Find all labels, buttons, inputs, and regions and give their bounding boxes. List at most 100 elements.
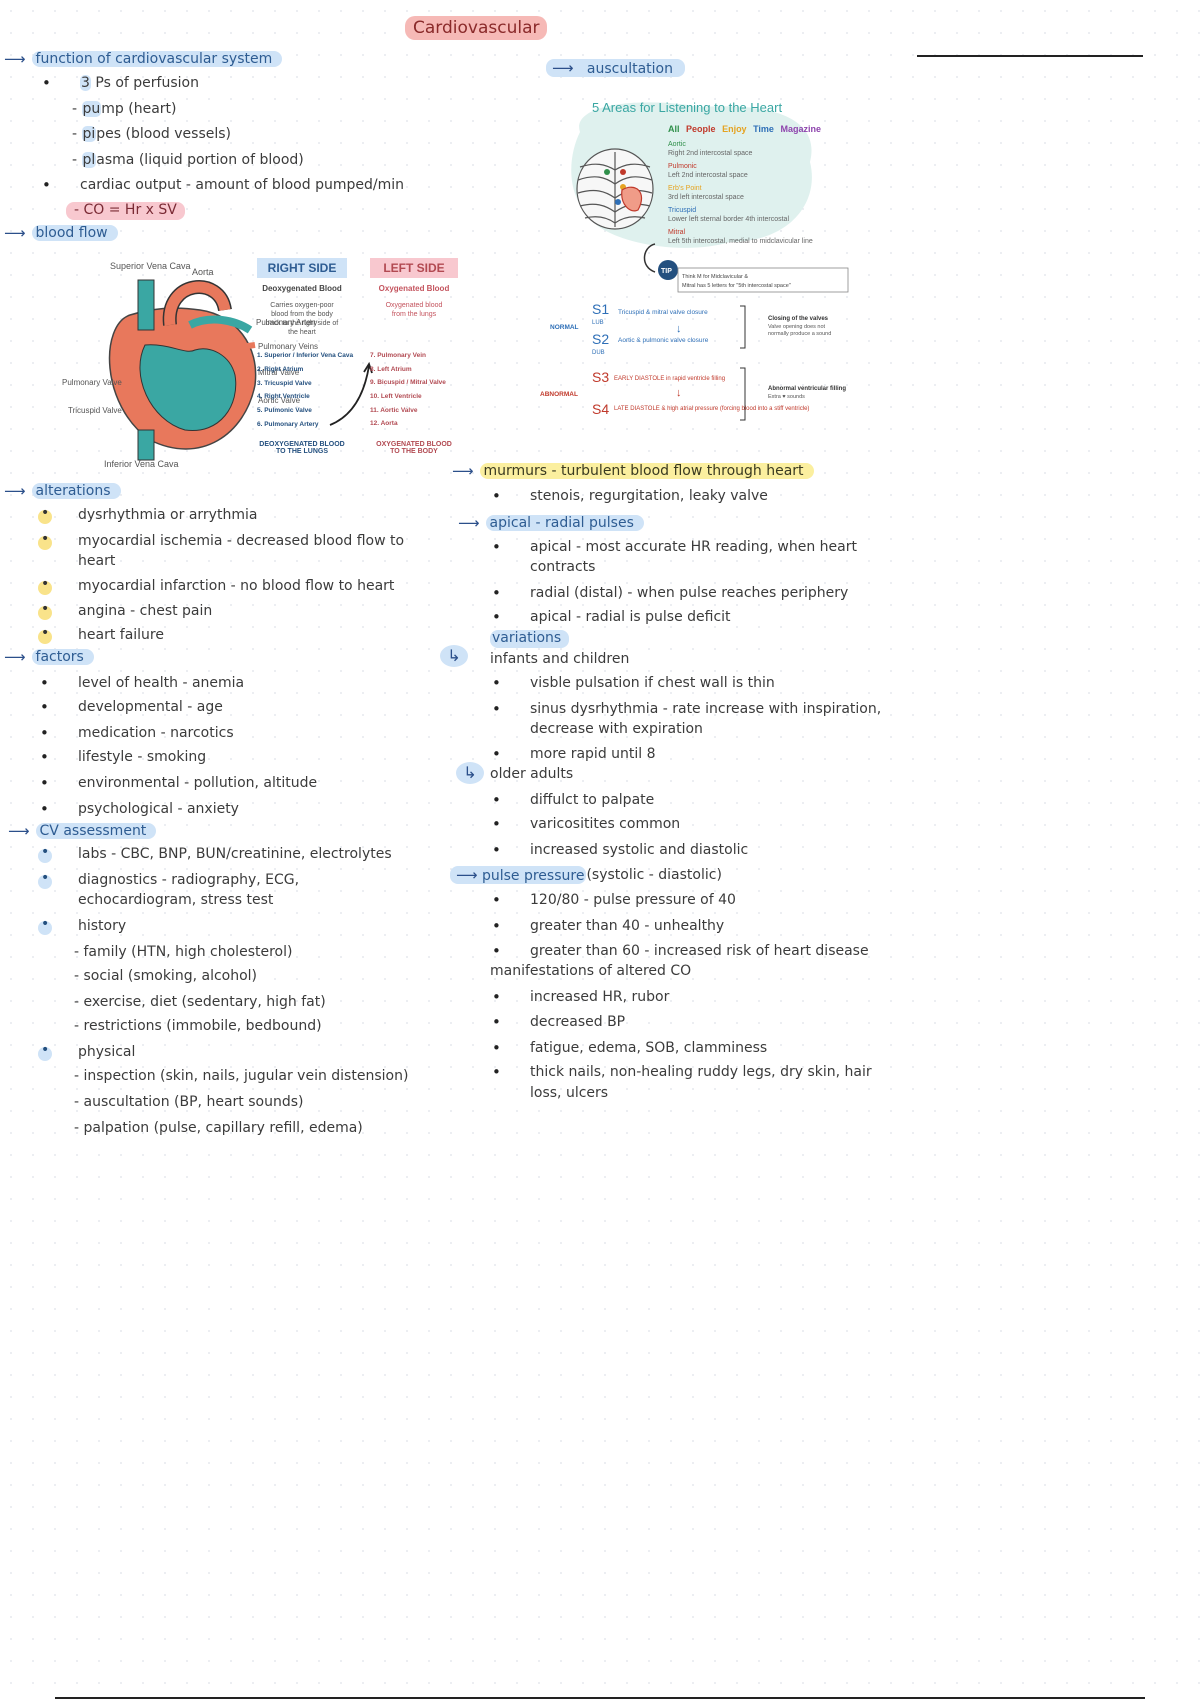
label-pulmonary-artery: Pulmonary Artery [256, 318, 317, 327]
svg-text:Mitral has 5 letters for "5th: Mitral has 5 letters for "5th intercosta… [682, 283, 791, 289]
svg-text:ABNORMAL: ABNORMAL [540, 391, 578, 398]
sound-s3: S3 [592, 369, 609, 385]
list-item: decreased BP [492, 1013, 625, 1032]
section-factors-heading: ⟶ factors [4, 648, 94, 666]
area-list: Aortic Right 2nd intercostal space Pulmo… [668, 141, 813, 245]
svg-text:NORMAL: NORMAL [550, 324, 579, 331]
svg-text:normally produce a sound: normally produce a sound [768, 331, 831, 337]
list-item: medication - narcotics [40, 724, 234, 743]
right-side-header: RIGHT SIDE [257, 258, 347, 278]
svg-text:Extra ♥ sounds: Extra ♥ sounds [768, 394, 805, 400]
top-rule [917, 55, 1143, 57]
arrow-icon: ⟶ [8, 822, 30, 840]
sub-item: - family (HTN, high cholesterol) [74, 944, 293, 960]
list-item: increased HR, rubor [492, 988, 669, 1007]
svg-text:↓: ↓ [676, 323, 682, 335]
svg-text:Mitral: Mitral [668, 229, 686, 236]
arrow-icon: ⟶ [456, 866, 478, 884]
list-item: - pipes (blood vessels) [72, 126, 231, 142]
bottom-rule [55, 1697, 1145, 1699]
svg-text:Pulmonic: Pulmonic [668, 163, 697, 170]
elbow-arrow-icon: ↳ [456, 762, 484, 784]
list-item: greater than 40 - unhealthy [492, 917, 724, 936]
list-item: level of health - anemia [40, 674, 244, 693]
list-item: heart failure [38, 625, 164, 645]
list-item-continued: contracts [530, 559, 596, 575]
svg-text:Erb's Point: Erb's Point [668, 185, 702, 192]
heart-diagram: Superior Vena Cava Aorta Pulmonary Arter… [62, 261, 318, 469]
list-item: developmental - age [40, 698, 223, 717]
right-side-desc: Carries oxygen-poor blood from the body … [265, 302, 339, 337]
sub-item: - auscultation (BP, heart sounds) [74, 1094, 304, 1110]
sub-item: - restrictions (immobile, bedbound) [74, 1018, 322, 1034]
label-pulmonary-veins: Pulmonary Veins [258, 342, 318, 351]
label-mitral-valve: Mitral Valve [258, 368, 300, 377]
section-cv-assessment-heading: ⟶ CV assessment [8, 822, 157, 840]
list-item: 3 Ps of perfusion [42, 74, 199, 93]
svg-text:Aortic: Aortic [668, 141, 686, 148]
left-side-header: LEFT SIDE [370, 258, 458, 278]
label-tricuspid-valve: Tricuspid Valve [68, 406, 122, 415]
flow-arrow-icon [329, 361, 373, 426]
diagram-title: 5 Areas for Listening to the Heart [592, 100, 782, 115]
list-item: environmental - pollution, altitude [40, 774, 317, 793]
list-item: thick nails, non-healing ruddy legs, dry… [492, 1063, 872, 1082]
list-item: apical - most accurate HR reading, when … [492, 538, 857, 557]
list-item: more rapid until 8 [492, 745, 655, 764]
svg-text:↓: ↓ [676, 387, 682, 399]
list-item: diagnostics - radiography, ECG, [37, 870, 299, 890]
sub-heading-older-adults: older adults [490, 766, 574, 782]
list-item: greater than 60 - increased risk of hear… [492, 942, 869, 961]
list-item: labs - CBC, BNP, BUN/creatinine, electro… [38, 844, 392, 864]
page-title: Cardiovascular [405, 16, 548, 40]
arrow-icon: ⟶ [458, 514, 480, 532]
list-item: 120/80 - pulse pressure of 40 [492, 891, 736, 910]
svg-text:Tricuspid: Tricuspid [668, 207, 696, 214]
variations-heading: variations [490, 630, 570, 648]
altered-co-heading: manifestations of altered CO [490, 963, 692, 979]
label-aortic-valve: Aortic Valve [258, 396, 301, 405]
label-pulmonary-valve: Pulmonary Valve [62, 378, 122, 387]
svg-text:Abnormal ventricular filling: Abnormal ventricular filling [768, 386, 846, 392]
list-item: radial (distal) - when pulse reaches per… [492, 584, 848, 603]
svg-text:Valve opening does not: Valve opening does not [768, 324, 826, 330]
sound-s4: S4 [592, 401, 609, 417]
arrow-icon: ⟶ [452, 462, 474, 480]
svg-text:3rd left intercostal space: 3rd left intercostal space [668, 194, 744, 201]
section-auscultation-heading: ⟶ auscultation [546, 59, 685, 77]
svg-text:Aortic & pulmonic valve closur: Aortic & pulmonic valve closure [618, 337, 709, 344]
left-side-desc: Oxygenated blood from the lungs [385, 302, 443, 319]
svg-text:Right 2nd intercostal space: Right 2nd intercostal space [668, 150, 753, 157]
svg-text:LATE DIASTOLE & high atrial pr: LATE DIASTOLE & high atrial pressure (fo… [614, 406, 809, 412]
sub-item: - palpation (pulse, capillary refill, ed… [74, 1120, 363, 1136]
sub-item: - inspection (skin, nails, jugular vein … [74, 1068, 409, 1084]
arrow-icon: ⟶ [4, 482, 26, 500]
right-side-steps: 1. Superior / Inferior Vena Cava 2. Righ… [257, 352, 354, 428]
list-item-continued: heart [78, 553, 116, 569]
list-item: - plasma (liquid portion of blood) [72, 152, 304, 168]
svg-text:LUB: LUB [592, 320, 604, 326]
arrow-icon: ⟶ [4, 50, 26, 68]
section-alterations-heading: ⟶ alterations [4, 482, 121, 500]
list-item: varicositites common [492, 815, 680, 834]
label-inferior-vena-cava: Inferior Vena Cava [104, 459, 179, 469]
list-item: angina - chest pain [37, 601, 212, 621]
list-item: lifestyle - smoking [40, 748, 206, 767]
right-side-panel: RIGHT SIDE Deoxygenated Blood Carries ox… [257, 258, 354, 455]
list-item: apical - radial is pulse deficit [492, 608, 730, 627]
section-blood-flow-heading: ⟶ blood flow [4, 224, 118, 242]
list-item: fatigue, edema, SOB, clamminess [492, 1039, 767, 1058]
ribcage-icon [576, 148, 654, 230]
svg-text:Tricuspid & mitral valve closu: Tricuspid & mitral valve closure [618, 309, 708, 316]
left-side-steps: 7. Pulmonary Vein 8. Left Atrium 9. Bicu… [370, 352, 446, 428]
heart-sounds-diagram: NORMAL ABNORMAL S1 LUB Tricuspid & mitra… [540, 301, 846, 421]
auscultation-diagram: 5 Areas for Listening to the Heart All P… [571, 100, 849, 293]
svg-text:TIP: TIP [661, 268, 672, 275]
list-item: myocardial infarction - no blood flow to… [37, 576, 394, 596]
list-item: dysrhythmia or arrythmia [37, 505, 257, 525]
list-item: physical [37, 1042, 135, 1062]
arrow-icon: ⟶ [552, 59, 574, 77]
list-item: visble pulsation if chest wall is thin [492, 674, 775, 693]
list-item-continued: decrease with expiration [530, 721, 703, 737]
left-side-panel: LEFT SIDE Oxygenated Blood Oxygenated bl… [370, 258, 458, 455]
